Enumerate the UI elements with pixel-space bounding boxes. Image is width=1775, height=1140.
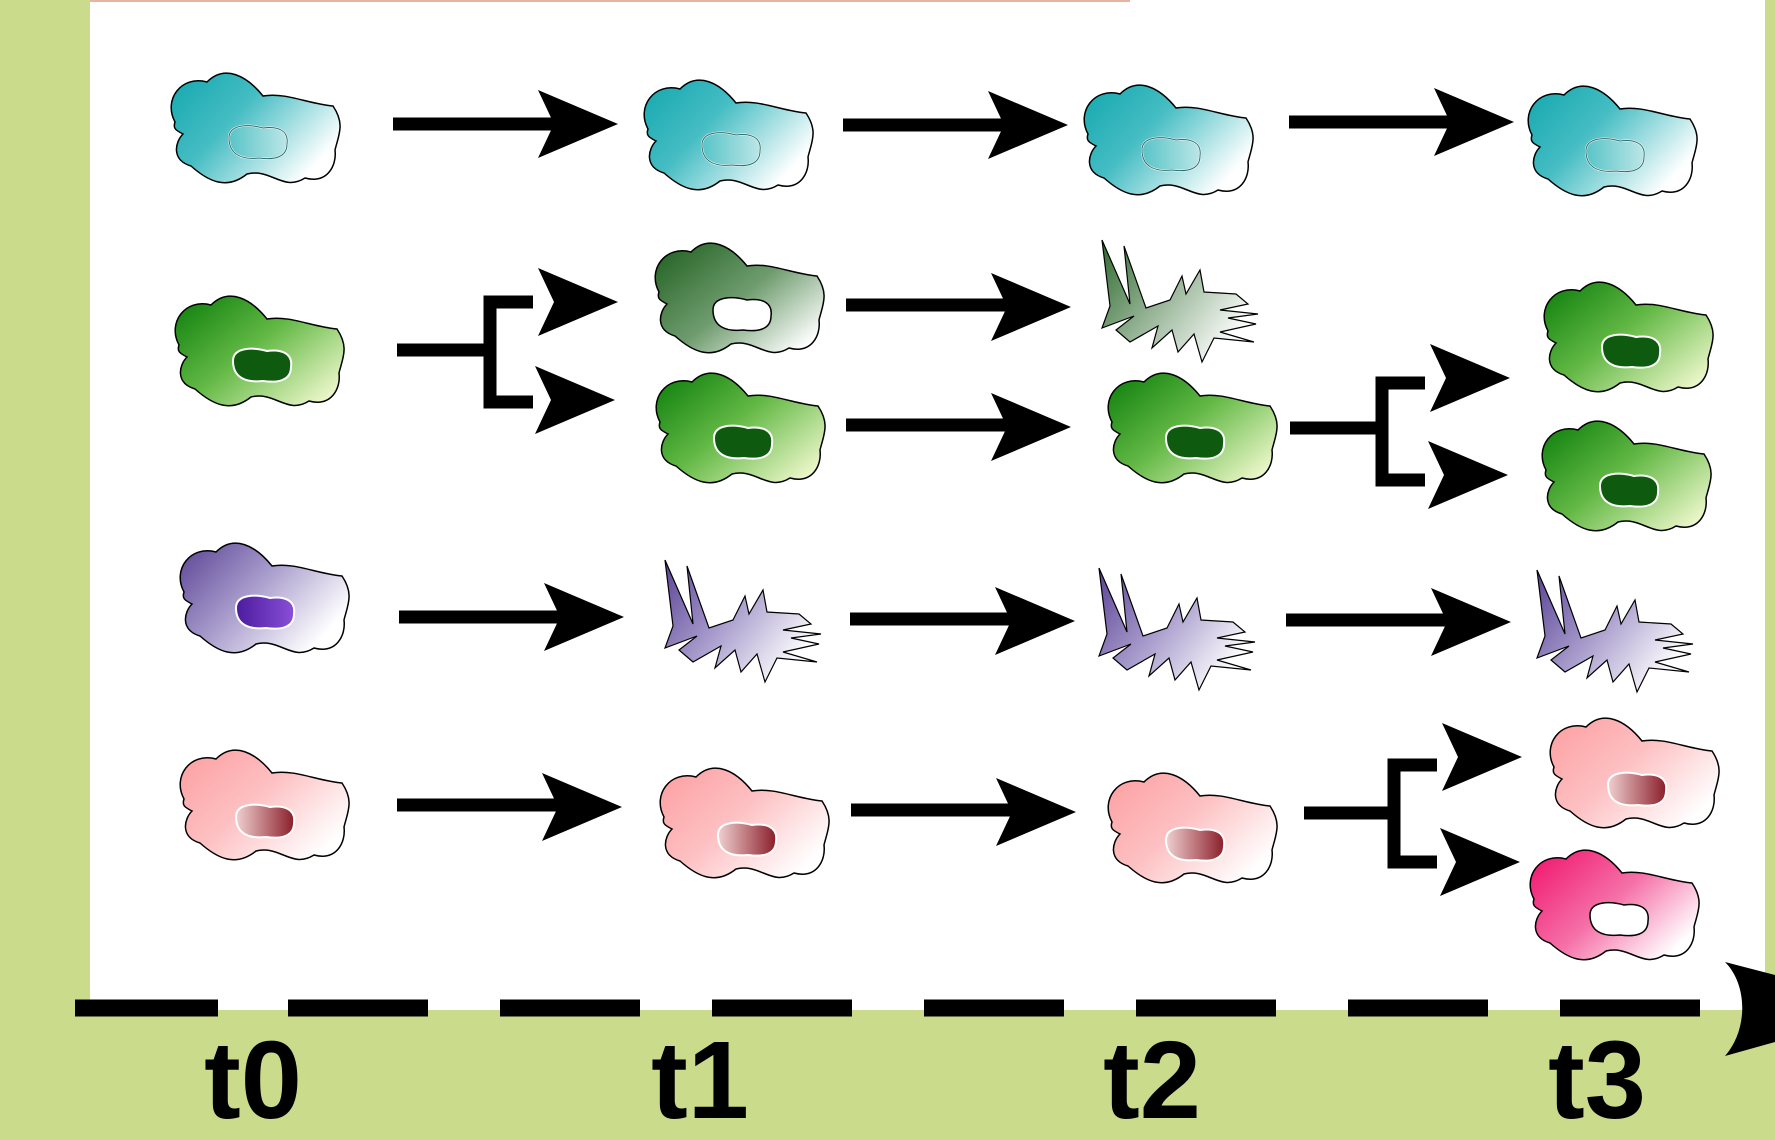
branch-arrow-green-t0-t1 [397,268,618,434]
arrow-green-t1-t2 [846,393,1071,461]
arrow-cyan-t2-t3 [1289,88,1514,156]
time-axis-arrowhead [1725,962,1775,1056]
branch-arrow-green-t2-t3 [1290,344,1510,509]
time-label-t1: t1 [651,1019,749,1140]
arrow-purple-t0-t1 [399,583,624,651]
time-label-t0: t0 [204,1019,302,1140]
arrow-purple-t1-t2 [850,587,1075,655]
white-panel [90,0,1765,1010]
arrow-pink-t0-t1 [397,773,622,841]
branch-arrow-pink-t2-t3 [1304,723,1522,896]
time-label-t2: t2 [1103,1019,1201,1140]
arrow-pink-t1-t2 [851,778,1076,846]
arrow-purple-t2-t3 [1286,588,1511,656]
arrow-cyan-t1-t2 [843,91,1068,159]
time-label-t3: t3 [1548,1019,1646,1140]
arrow-green-t1-t2-dead [846,273,1071,341]
arrow-cyan-t0-t1 [393,90,618,158]
